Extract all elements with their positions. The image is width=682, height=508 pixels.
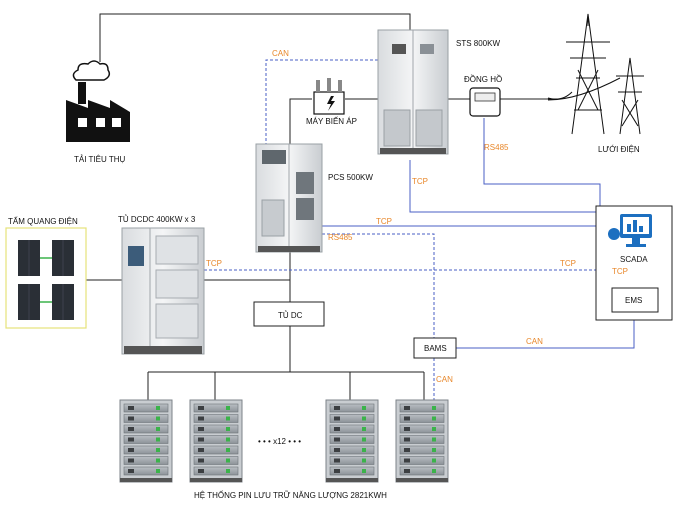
rs485-pcs-label: RS485	[328, 233, 353, 242]
ems-box	[611, 287, 659, 313]
battery-rack	[395, 399, 449, 483]
battery-system-label: HỆ THỐNG PIN LƯU TRỮ NĂNG LƯỢNG 2821KWH	[194, 490, 387, 500]
dc-cabinet-label: TỦ DC	[278, 311, 303, 320]
ems-label: EMS	[625, 296, 642, 305]
scada-icon	[608, 214, 652, 247]
load-label: TẢI TIÊU THỤ	[74, 155, 125, 164]
pv-panels	[5, 227, 87, 329]
tcp-scada-ems-label: TCP	[612, 267, 628, 276]
power-lines	[86, 13, 560, 400]
dcdc-cabinet	[121, 227, 205, 355]
dc-cabinet-box	[253, 301, 325, 327]
tcp-dcdc-left-label: TCP	[206, 259, 222, 268]
battery-multiplier-label: • • • x12 • • •	[258, 437, 301, 446]
battery-rack	[325, 399, 379, 483]
grid-tower-icon	[547, 13, 644, 135]
rs485-meter-label: RS485	[484, 143, 509, 152]
scada-label: SCADA	[620, 255, 648, 264]
can-bams-battery-label: CAN	[436, 375, 453, 384]
meter-label: ĐỒNG HỒ	[464, 74, 502, 84]
bams-label: BAMS	[424, 344, 447, 353]
battery-rack	[119, 399, 173, 483]
pcs-label: PCS 500KW	[328, 173, 373, 182]
pcs-cabinet	[255, 143, 323, 253]
pv-label: TẤM QUANG ĐIỆN	[8, 216, 78, 226]
meter-icon	[469, 87, 501, 117]
dcdc-label: TỦ DCDC 400KW x 3	[118, 215, 196, 224]
grid-label: LƯỚI ĐIỆN	[598, 145, 640, 154]
can-bams-ems-label: CAN	[526, 337, 543, 346]
sts-label: STS 800KW	[456, 39, 500, 48]
tcp-pcs-label: TCP	[376, 217, 392, 226]
battery-rack	[189, 399, 243, 483]
battery-racks	[119, 399, 449, 483]
transformer-icon	[313, 78, 345, 115]
sts-cabinet	[377, 29, 449, 155]
transformer-label: MÁY BIẾN ÁP	[306, 116, 357, 126]
can-sts-label: CAN	[272, 49, 289, 58]
bams-box	[413, 337, 457, 359]
tcp-dcdc-right-label: TCP	[560, 259, 576, 268]
load-factory-icon	[66, 60, 130, 142]
tcp-sts-label: TCP	[412, 177, 428, 186]
